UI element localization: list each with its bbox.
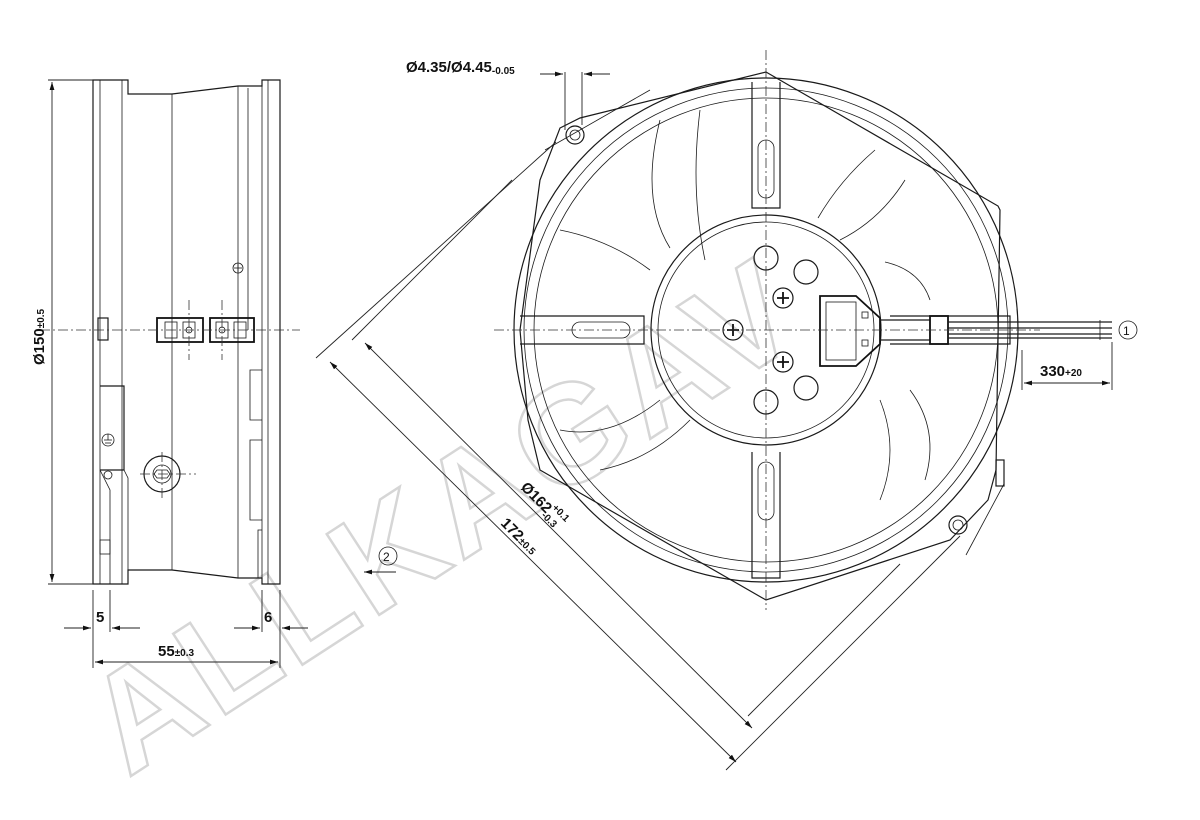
width-5-label: 5 bbox=[96, 609, 104, 626]
watermark: ALLKAGAV bbox=[59, 227, 828, 803]
lead-length-label: 330+20 bbox=[1040, 363, 1082, 380]
side-view bbox=[40, 79, 300, 585]
front-view-dimensions: Ø4.35/Ø4.45-0.05 Ø162+0.1-0.3 172±0.5 33… bbox=[315, 59, 1138, 771]
hole-diameter-label: Ø4.35/Ø4.45-0.05 bbox=[406, 59, 515, 77]
depth-55-label: 55±0.3 bbox=[158, 643, 195, 660]
callout-lead-wires: 1 bbox=[1123, 324, 1130, 338]
side-view-dimensions: Ø150±0.5 5 6 55±0.3 bbox=[31, 79, 308, 668]
callout-airflow: 2 bbox=[383, 550, 390, 564]
width-6-label: 6 bbox=[264, 609, 272, 626]
front-view bbox=[494, 50, 1112, 610]
diameter-150-label: Ø150±0.5 bbox=[31, 308, 48, 365]
